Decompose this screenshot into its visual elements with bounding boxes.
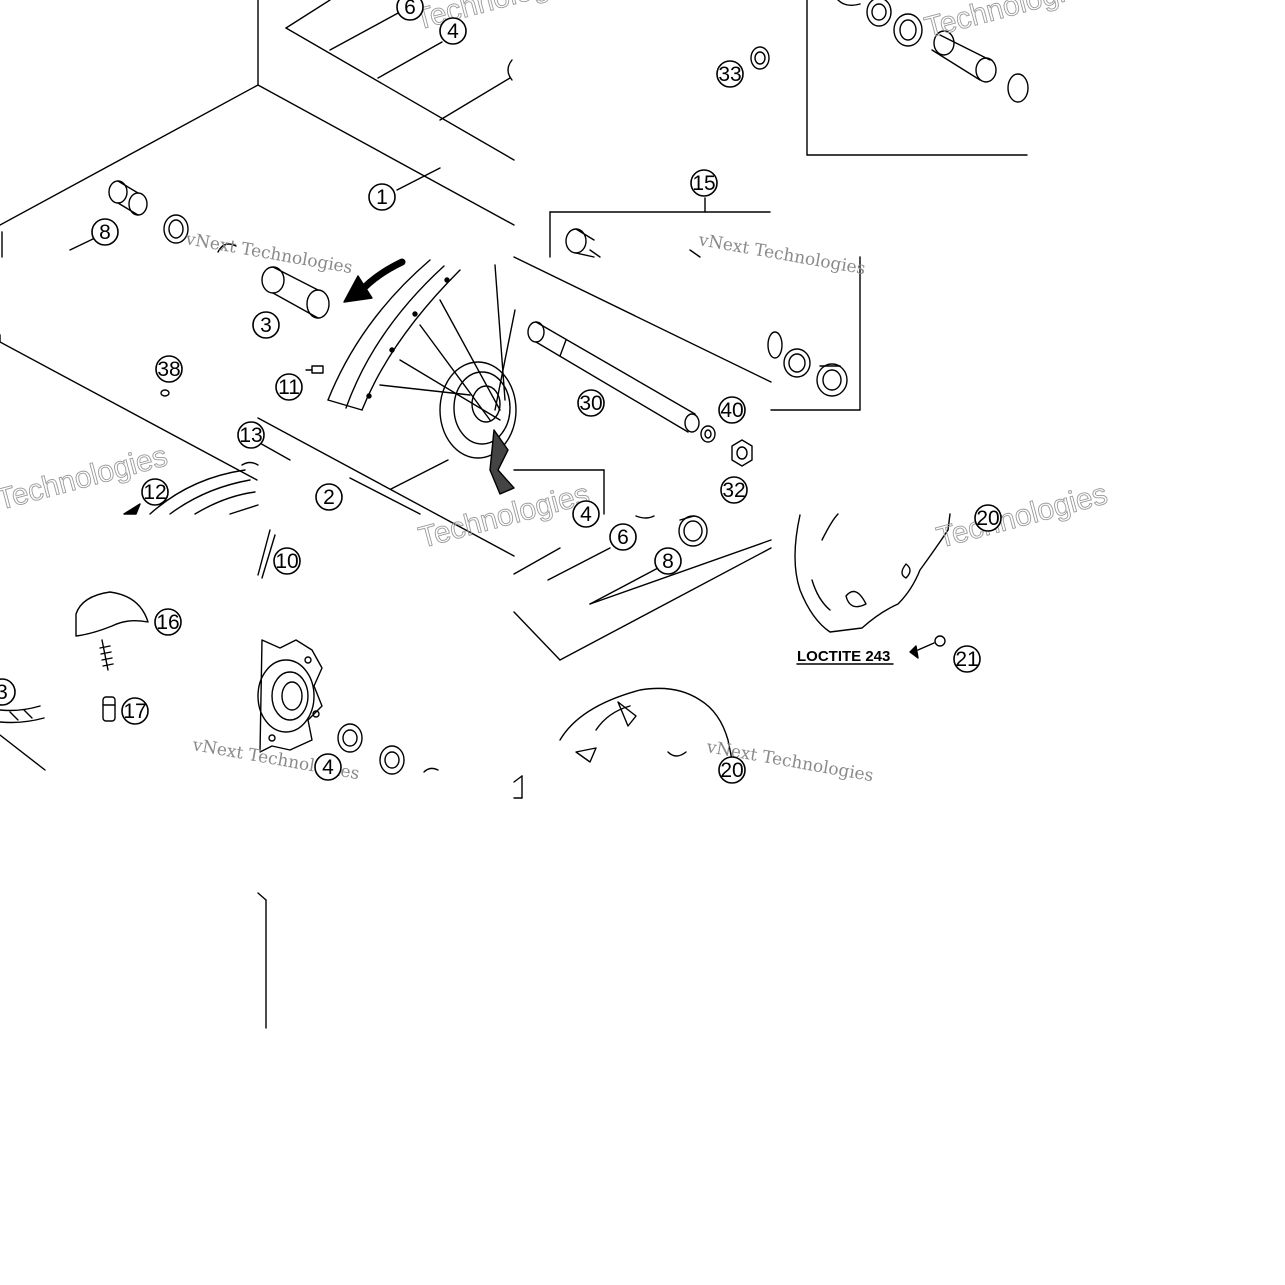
tile-frame-upper-middle [549,197,771,258]
callout-33: 33 [718,63,741,86]
callout-16: 16 [156,611,179,634]
callout-21: 21 [955,648,978,671]
bearing-part-33 [750,46,770,70]
axle-part-30 [527,321,700,433]
tile-frame-center-right [513,256,772,515]
svg-text:Technologies: Technologies [933,478,1111,555]
tile-frame-right [770,256,861,411]
tile-frame-lower-middle [513,539,772,661]
callout-2: 2 [323,486,335,509]
tile-frame-upper-left [0,0,515,258]
tile-frame-middle-left [0,334,258,481]
svg-text:Technologies: Technologies [411,0,589,37]
nut-part-32 [731,439,753,467]
svg-text:vNext Technologies: vNext Technologies [183,229,354,278]
callout-circles [0,0,1002,784]
brake-disc-lower [559,687,735,771]
dust-seal-8-part [108,180,148,216]
rotation-arrow [343,258,406,303]
svg-text:Technologies: Technologies [921,0,1099,45]
callout-10: 10 [275,550,298,573]
valve-nut-part-17 [102,696,116,722]
tyre-section [0,705,45,724]
callout-numbers: 1 4 6 8 33 15 38 3 11 13 12 2 30 40 32 6… [0,0,1000,782]
callout-32: 32 [722,479,745,502]
sleeve-part-3 [261,266,330,319]
callout-4-top: 4 [447,20,459,43]
tile-frame-bottom [257,775,523,1029]
rim-section-12 [123,469,259,515]
callout-3: 3 [260,314,272,337]
callout-38: 38 [157,358,180,381]
nut-part-38 [160,389,170,397]
callout-3-lower: 3 [0,681,8,704]
callout-20-lower: 20 [720,759,743,782]
callout-1: 1 [376,186,388,209]
dust-seal-part-8-lower [678,515,708,547]
screw-part-21 [909,635,946,659]
callout-40: 40 [720,399,743,422]
hub-flange-part [257,639,323,753]
bearing-dust-seal-part [767,331,848,397]
callout-17: 17 [123,700,146,723]
svg-text:vNext Technologies: vNext Technologies [696,230,867,279]
callout-6-lower: 6 [617,526,629,549]
bearing-ring-part [163,214,237,253]
callout-30: 30 [579,392,602,415]
tile-frame-lower-center [257,529,276,579]
callout-4-center: 4 [580,503,592,526]
dust-seal-part-15a [565,228,595,258]
tile-frame-center [257,417,515,557]
svg-text:Technologies: Technologies [0,440,171,517]
callout-8-top: 8 [99,221,111,244]
valve-part-11 [305,365,324,374]
tile-frame-lower-left [0,734,46,771]
rim-tape-part-16 [75,591,149,671]
callout-15: 15 [692,172,715,195]
rim-section-2 [327,259,461,411]
callout-12: 12 [143,481,166,504]
brake-disc-20 [794,513,951,633]
callout-4-lower: 4 [322,756,334,779]
callout-13: 13 [239,424,262,447]
callout-6-top: 6 [404,0,416,19]
callout-11: 11 [278,376,300,399]
loctite-note: LOCTITE 243 [797,648,890,665]
bearing-part-4-lower [337,723,439,775]
callout-20: 20 [976,507,999,530]
tile-frame-upper-right [806,0,1028,156]
watermarks: Technologies Technologies vNext Technolo… [0,0,1111,786]
callout-8-lower: 8 [662,550,674,573]
hub-assembly [439,361,517,495]
spacer-sleeve-part [837,0,1029,103]
washer-part-40 [700,425,716,443]
